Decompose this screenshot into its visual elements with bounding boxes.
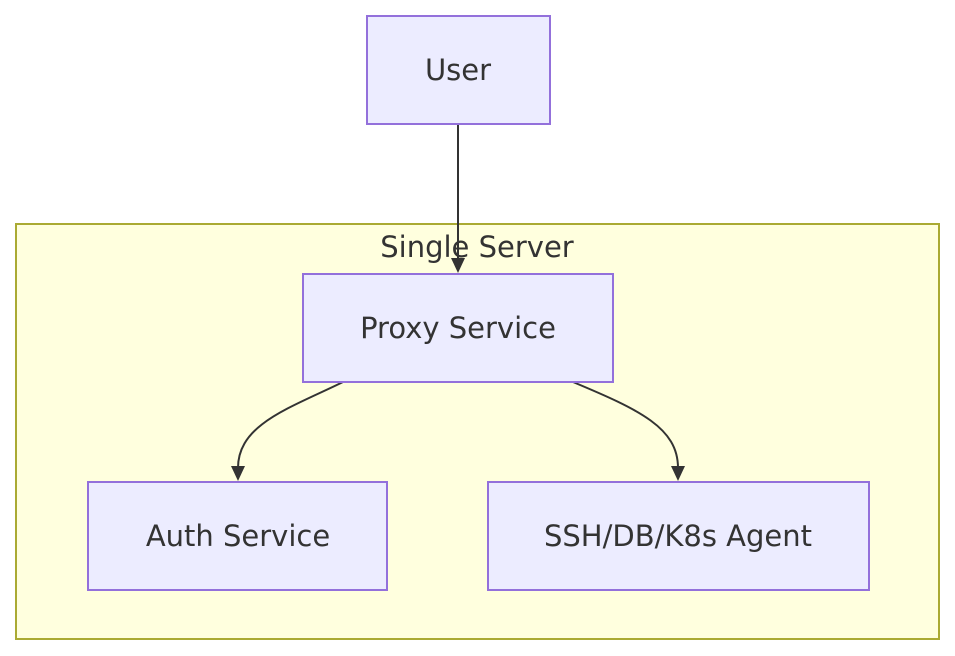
edge-user-to-proxy <box>451 124 465 273</box>
node-ssh-db-k8s-agent[interactable]: SSH/DB/K8s Agent <box>487 481 870 591</box>
arrowhead-icon <box>451 258 465 273</box>
node-agent-label: SSH/DB/K8s Agent <box>544 519 812 553</box>
node-proxy-service[interactable]: Proxy Service <box>302 273 614 383</box>
arrowhead-icon <box>671 466 685 481</box>
edge-proxy-to-auth <box>231 381 344 481</box>
node-user-label: User <box>425 53 491 87</box>
node-user[interactable]: User <box>366 15 551 125</box>
node-auth-service[interactable]: Auth Service <box>87 481 388 591</box>
cluster-label: Single Server <box>380 230 574 264</box>
node-auth-service-label: Auth Service <box>146 519 330 553</box>
edge-proxy-to-agent <box>572 381 685 481</box>
node-proxy-service-label: Proxy Service <box>360 311 556 345</box>
arrowhead-icon <box>231 466 245 481</box>
